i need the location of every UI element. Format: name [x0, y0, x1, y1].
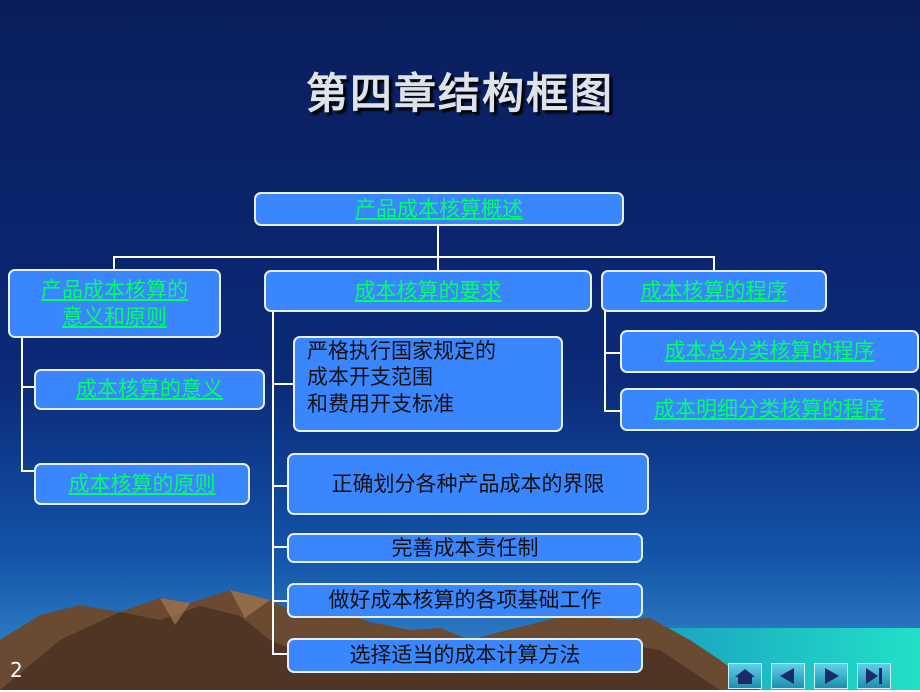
prev-icon[interactable] [771, 663, 805, 689]
left-item-label[interactable]: 成本核算的意义 [76, 377, 223, 402]
middle-item-cost-boundaries: 正确划分各种产品成本的界限 [287, 453, 649, 515]
connector [21, 337, 23, 471]
middle-item-expense-scope: 严格执行国家规定的 成本开支范围 和费用开支标准 [293, 336, 563, 432]
middle-item-line-3: 和费用开支标准 [307, 391, 454, 416]
end-icon[interactable] [857, 663, 891, 689]
middle-item-line-1: 严格执行国家规定的 [307, 339, 496, 363]
middle-item-responsibility: 完善成本责任制 [287, 533, 643, 563]
middle-item-label: 做好成本核算的各项基础工作 [328, 588, 602, 613]
right-head-label[interactable]: 成本核算的程序 [640, 278, 788, 303]
left-head-line-2[interactable]: 意义和原则 [62, 304, 167, 329]
connector [21, 386, 35, 388]
left-head-line-1[interactable]: 产品成本核算的 [41, 278, 188, 303]
connector [272, 311, 274, 654]
connector [604, 352, 622, 354]
page-title: 第四章结构框图 [305, 69, 614, 118]
home-icon[interactable] [728, 663, 762, 689]
connector [272, 485, 288, 487]
connector [272, 383, 294, 385]
connector [113, 256, 715, 258]
middle-item-basic-work: 做好成本核算的各项基础工作 [287, 583, 643, 618]
connector [437, 256, 439, 271]
left-item-principles[interactable]: 成本核算的原则 [34, 463, 250, 505]
right-item-general[interactable]: 成本总分类核算的程序 [620, 330, 919, 373]
middle-item-label: 正确划分各种产品成本的界限 [331, 471, 605, 496]
middle-item-line-2: 成本开支范围 [307, 365, 433, 390]
middle-head-label[interactable]: 成本核算的要求 [354, 278, 502, 303]
middle-head-node[interactable]: 成本核算的要求 [264, 270, 592, 312]
right-item-label[interactable]: 成本总分类核算的程序 [664, 339, 875, 364]
next-icon[interactable] [814, 663, 848, 689]
middle-item-label: 选择适当的成本计算方法 [349, 643, 581, 668]
connector [272, 546, 288, 548]
connector [713, 256, 715, 271]
middle-item-calc-method: 选择适当的成本计算方法 [287, 638, 643, 673]
right-head-node[interactable]: 成本核算的程序 [601, 270, 827, 312]
left-item-label[interactable]: 成本核算的原则 [68, 471, 216, 496]
connector [272, 653, 288, 655]
connector [604, 311, 606, 411]
connector [437, 225, 439, 257]
right-item-label[interactable]: 成本明细分类核算的程序 [654, 397, 885, 422]
right-item-detailed[interactable]: 成本明细分类核算的程序 [620, 388, 919, 431]
root-node[interactable]: 产品成本核算概述 [254, 192, 624, 226]
connector [113, 256, 115, 271]
root-link[interactable]: 产品成本核算概述 [355, 196, 523, 221]
left-item-significance[interactable]: 成本核算的意义 [34, 369, 265, 410]
connector [21, 470, 35, 472]
left-head-node[interactable]: 产品成本核算的 意义和原则 [8, 269, 221, 338]
connector [604, 410, 620, 412]
middle-item-label: 完善成本责任制 [391, 535, 539, 560]
connector [272, 600, 288, 602]
page-number: 2 [10, 658, 23, 682]
